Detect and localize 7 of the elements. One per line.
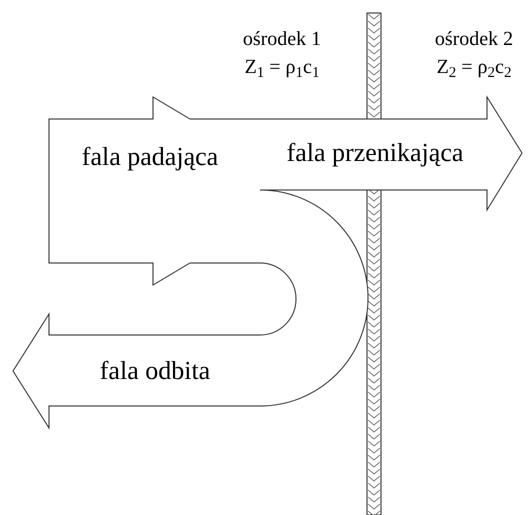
impedance-formula: Z$_{2}$ = ρ$_{2}$c$_{2}$ xyxy=(436,55,512,80)
wave-label: fala odbita xyxy=(98,355,212,387)
impedance-formula: Z$_{1}$ = ρ$_{1}$c$_{1}$ xyxy=(244,55,320,80)
wave-label: fala padająca xyxy=(80,141,220,173)
wave-label: fala przenikająca xyxy=(286,137,464,169)
medium-label: ośrodek 1 xyxy=(242,27,322,52)
medium-label: ośrodek 2 xyxy=(434,27,514,52)
